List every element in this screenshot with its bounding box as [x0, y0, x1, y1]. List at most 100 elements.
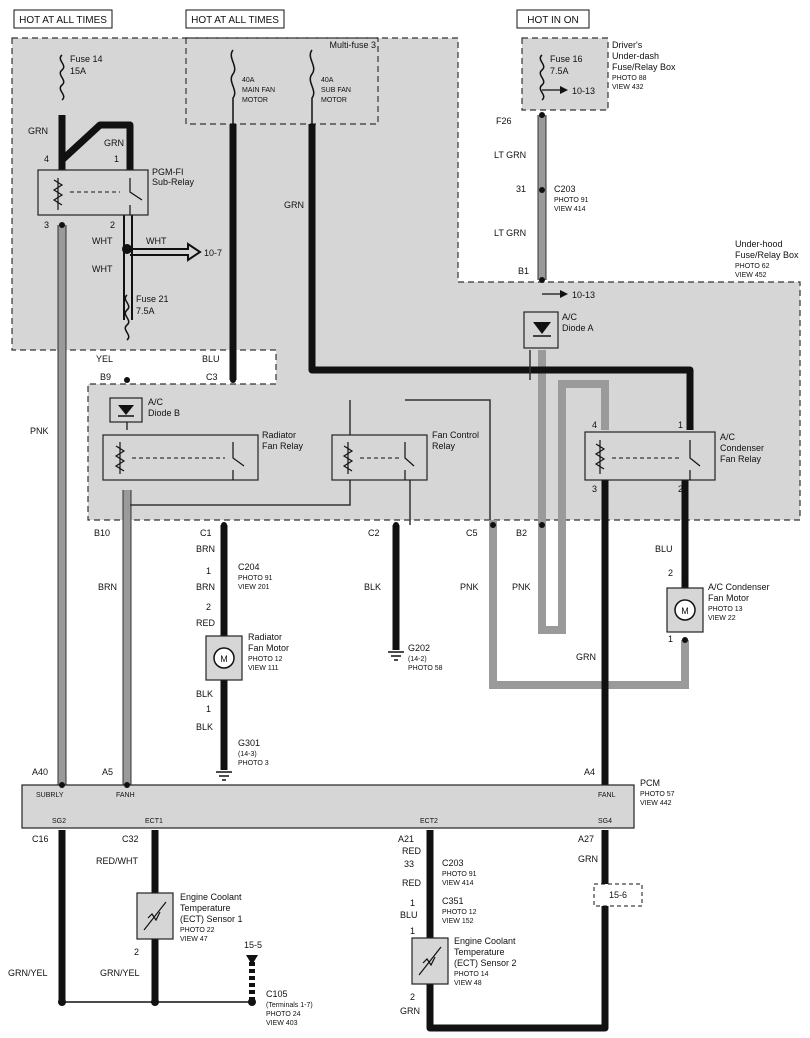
svg-text:GRN: GRN	[28, 126, 48, 136]
svg-text:HOT IN ON: HOT IN ON	[527, 15, 578, 26]
b2-loop-wire	[538, 350, 609, 634]
main-fan-fuse: 40A MAIN FAN MOTOR	[230, 49, 275, 124]
svg-text:2: 2	[110, 220, 115, 230]
svg-text:BLK: BLK	[364, 582, 381, 592]
svg-text:M: M	[681, 606, 689, 616]
svg-text:Diode A: Diode A	[562, 323, 594, 333]
svg-text:Engine Coolant: Engine Coolant	[454, 936, 516, 946]
svg-text:PHOTO 22: PHOTO 22	[180, 927, 215, 934]
svg-text:GRN: GRN	[400, 1006, 420, 1016]
svg-text:YEL: YEL	[96, 354, 113, 364]
svg-text:2: 2	[668, 568, 673, 578]
svg-text:Radiator: Radiator	[262, 430, 296, 440]
svg-text:Diode B: Diode B	[148, 408, 180, 418]
svg-text:PNK: PNK	[30, 426, 49, 436]
svg-text:RED: RED	[402, 878, 422, 888]
svg-text:C203: C203	[554, 184, 576, 194]
svg-text:MOTOR: MOTOR	[321, 97, 347, 104]
svg-text:A/C Condenser: A/C Condenser	[708, 582, 770, 592]
svg-text:1: 1	[206, 566, 211, 576]
svg-text:1: 1	[678, 420, 683, 430]
svg-text:PHOTO 24: PHOTO 24	[266, 1011, 301, 1018]
svg-text:VIEW 47: VIEW 47	[180, 936, 208, 943]
svg-text:7.5A: 7.5A	[550, 66, 569, 76]
svg-text:RED: RED	[402, 846, 422, 856]
svg-text:PHOTO 12: PHOTO 12	[248, 656, 283, 663]
svg-text:RED: RED	[196, 618, 216, 628]
svg-text:WHT: WHT	[92, 236, 113, 246]
svg-text:PHOTO 88: PHOTO 88	[612, 75, 647, 82]
radiator-fan-motor: M Radiator Fan Motor PHOTO 12 VIEW 111	[205, 632, 289, 681]
svg-text:SUBRLY: SUBRLY	[36, 792, 64, 799]
svg-text:GRN: GRN	[284, 200, 304, 210]
c105-splice: 15-5 C105 (Terminals 1-7) PHOTO 24 VIEW …	[58, 940, 313, 1027]
svg-text:FANL: FANL	[598, 792, 616, 799]
svg-text:F26: F26	[496, 116, 512, 126]
black-wires	[58, 115, 694, 1032]
ac-diode-b: A/C Diode B	[109, 397, 180, 423]
svg-text:G202: G202	[408, 643, 430, 653]
svg-text:MAIN FAN: MAIN FAN	[242, 87, 275, 94]
ac-condenser-fan-motor: M A/C Condenser Fan Motor PHOTO 13 VIEW …	[666, 582, 770, 633]
svg-text:C5: C5	[466, 528, 478, 538]
svg-text:Condenser: Condenser	[720, 443, 764, 453]
svg-text:SG2: SG2	[52, 818, 66, 825]
svg-text:7.5A: 7.5A	[136, 306, 155, 316]
svg-text:GRN: GRN	[104, 138, 124, 148]
svg-text:GRN: GRN	[578, 854, 598, 864]
svg-text:Under-dash: Under-dash	[612, 51, 659, 61]
ac-diode-a: 10-13 A/C Diode A	[523, 290, 595, 349]
header-hot-all-times-2: HOT AT ALL TIMES	[185, 9, 285, 29]
svg-text:Fuse 16: Fuse 16	[550, 54, 583, 64]
svg-text:VIEW 432: VIEW 432	[612, 84, 644, 91]
svg-text:Radiator: Radiator	[248, 632, 282, 642]
svg-text:VIEW 403: VIEW 403	[266, 1020, 298, 1027]
svg-text:15-6: 15-6	[609, 890, 627, 900]
svg-text:BRN: BRN	[196, 544, 215, 554]
multifuse-label: Multi-fuse 3	[329, 40, 376, 50]
pgmfi-sub-relay: PGM-FI Sub-Relay 4 1 3 2	[37, 154, 195, 230]
ect-sensor-2: Engine Coolant Temperature (ECT) Sensor …	[411, 936, 517, 987]
svg-text:ECT1: ECT1	[145, 818, 163, 825]
svg-text:PCM: PCM	[640, 778, 660, 788]
svg-text:15-5: 15-5	[244, 940, 262, 950]
svg-text:C351: C351	[442, 896, 464, 906]
svg-text:A21: A21	[398, 834, 414, 844]
svg-text:PHOTO 14: PHOTO 14	[454, 971, 489, 978]
svg-text:C16: C16	[32, 834, 49, 844]
svg-text:Fuse 14: Fuse 14	[70, 54, 103, 64]
svg-text:10-13: 10-13	[572, 290, 595, 300]
svg-text:1: 1	[410, 926, 415, 936]
svg-text:Fan Motor: Fan Motor	[708, 593, 749, 603]
svg-text:C204: C204	[238, 562, 260, 572]
svg-text:Fuse/Relay Box: Fuse/Relay Box	[735, 250, 799, 260]
svg-text:Driver's: Driver's	[612, 40, 643, 50]
svg-text:SUB FAN: SUB FAN	[321, 87, 351, 94]
grn-wire-pgmfi-pin1	[59, 121, 134, 170]
gray-wires	[58, 115, 689, 785]
ect-sensor-1: Engine Coolant Temperature (ECT) Sensor …	[136, 892, 243, 943]
ground-g202: G202 (14-2) PHOTO 58	[388, 643, 443, 672]
svg-text:LT GRN: LT GRN	[494, 228, 526, 238]
svg-text:B2: B2	[516, 528, 527, 538]
svg-text:BLU: BLU	[655, 544, 673, 554]
svg-text:BLK: BLK	[196, 689, 213, 699]
multifuse-area	[185, 37, 379, 125]
svg-text:B1: B1	[518, 266, 529, 276]
svg-text:Sub-Relay: Sub-Relay	[152, 177, 195, 187]
svg-text:Fan Control: Fan Control	[432, 430, 479, 440]
svg-text:PGM-FI: PGM-FI	[152, 167, 184, 177]
svg-text:C1: C1	[200, 528, 212, 538]
svg-text:PHOTO 91: PHOTO 91	[442, 871, 477, 878]
pnk-wire-c5	[489, 520, 689, 689]
svg-text:PHOTO 12: PHOTO 12	[442, 909, 477, 916]
pcm: PCM PHOTO 57 VIEW 442 A40 A5 A4 SUBRLY F…	[21, 767, 675, 844]
svg-text:3: 3	[592, 484, 597, 494]
svg-text:BRN: BRN	[196, 582, 215, 592]
svg-text:M: M	[220, 654, 228, 664]
fan-control-relay: Fan Control Relay	[331, 430, 479, 481]
svg-text:B10: B10	[94, 528, 110, 538]
drivers-fuse-box-area	[521, 37, 609, 111]
wire-labels: GRN GRN WHT WHT WHT 10-7 GRN YEL BLU B9 …	[8, 116, 673, 1016]
